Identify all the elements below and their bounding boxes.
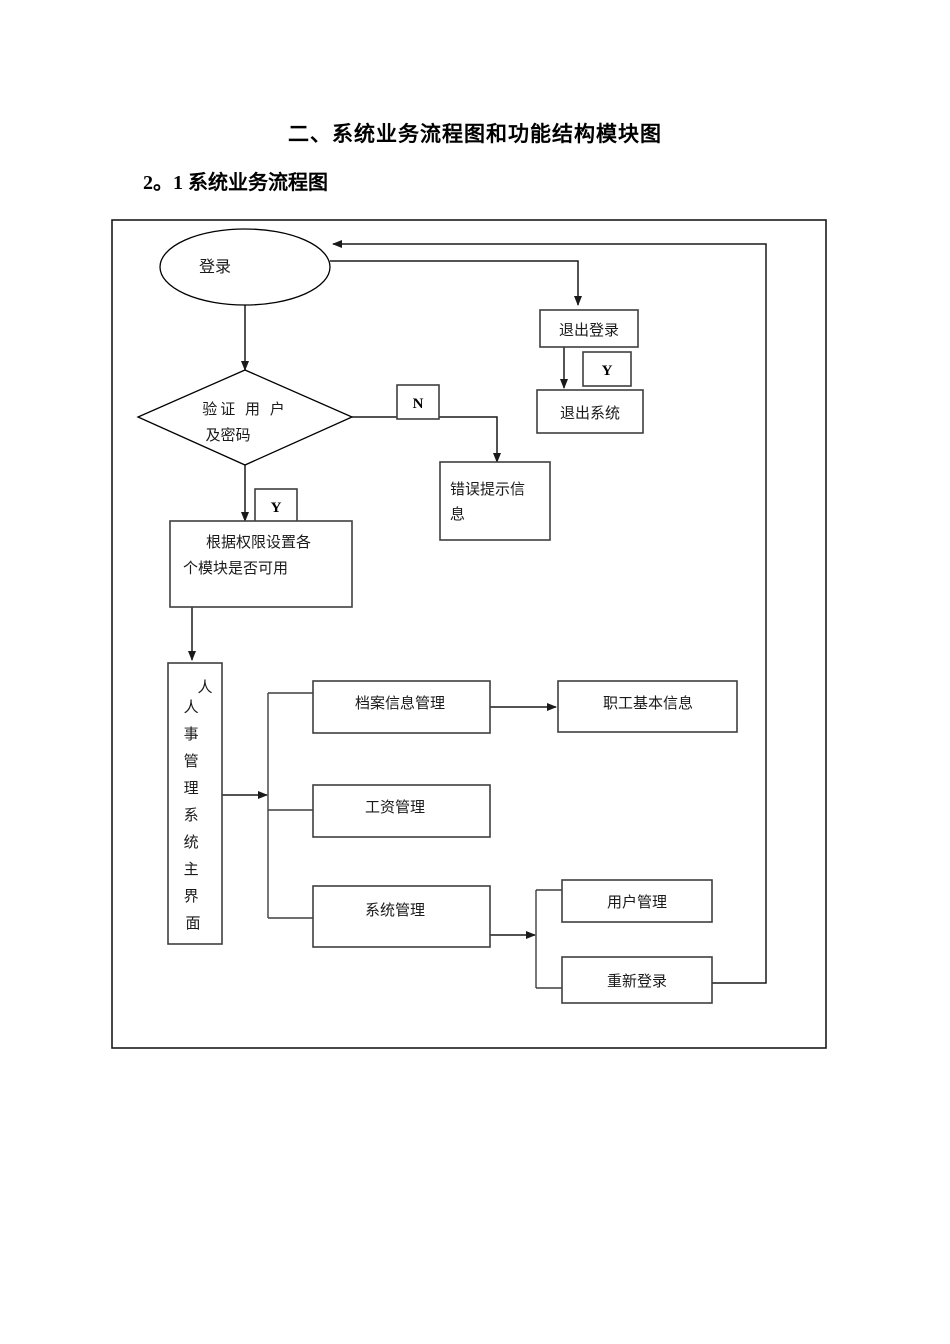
node-archive-management-label: 档案信息管理 [355, 694, 445, 712]
connector-login-to-logout [330, 260, 582, 306]
node-error-message-line1: 错误提示信 [450, 481, 525, 498]
node-employee-basic-info [557, 680, 738, 733]
node-permission-line1: 根据权限设置各 [206, 534, 311, 551]
node-relogin-label: 重新登录 [607, 973, 667, 990]
node-verify-label-line2: 及密码 [205, 427, 250, 444]
section-heading: 2。1 系统业务流程图 [143, 172, 328, 194]
badge-yes-logout [582, 351, 632, 387]
node-exit-system [536, 389, 644, 434]
node-user-management-label: 用户管理 [607, 894, 667, 911]
node-relogin [561, 956, 713, 1004]
badge-no-label: N [413, 396, 424, 412]
node-permission-line2: 个模块是否可用 [183, 560, 288, 577]
node-verify [136, 369, 354, 466]
connector-relogin-to-login [332, 240, 767, 984]
badge-yes-verify-label: Y [271, 500, 282, 516]
connector-verify-no-to-error [352, 416, 501, 463]
node-exit-system-label: 退出系统 [560, 405, 620, 422]
node-system-management-label: 系统管理 [365, 902, 425, 919]
node-salary-management-label: 工资管理 [365, 799, 425, 816]
node-main-interface [167, 662, 223, 945]
page-title: 二、系统业务流程图和功能结构模块图 [288, 122, 662, 146]
badge-no [396, 384, 440, 420]
node-main-interface-label: 人 事 管 理 系 统 主 界 面 [184, 699, 203, 932]
node-archive-management [312, 680, 491, 734]
node-system-management [312, 885, 491, 948]
node-error-message [439, 461, 551, 541]
node-employee-basic-info-label: 职工基本信息 [603, 695, 693, 712]
node-user-management [561, 879, 713, 923]
node-error-message-line2: 息 [450, 506, 465, 523]
node-logout-login [539, 309, 639, 348]
node-verify-label-line1: 验证 用 户 [202, 401, 288, 418]
badge-yes-logout-label: Y [602, 363, 613, 379]
node-salary-management [312, 784, 491, 838]
diagram-border [111, 219, 827, 1049]
node-logout-login-label: 退出登录 [559, 322, 619, 339]
node-permission-setup [169, 520, 353, 608]
node-main-interface-stray-char: 人 [197, 679, 212, 696]
node-login-label: 登录 [199, 258, 231, 276]
node-login [159, 228, 331, 306]
